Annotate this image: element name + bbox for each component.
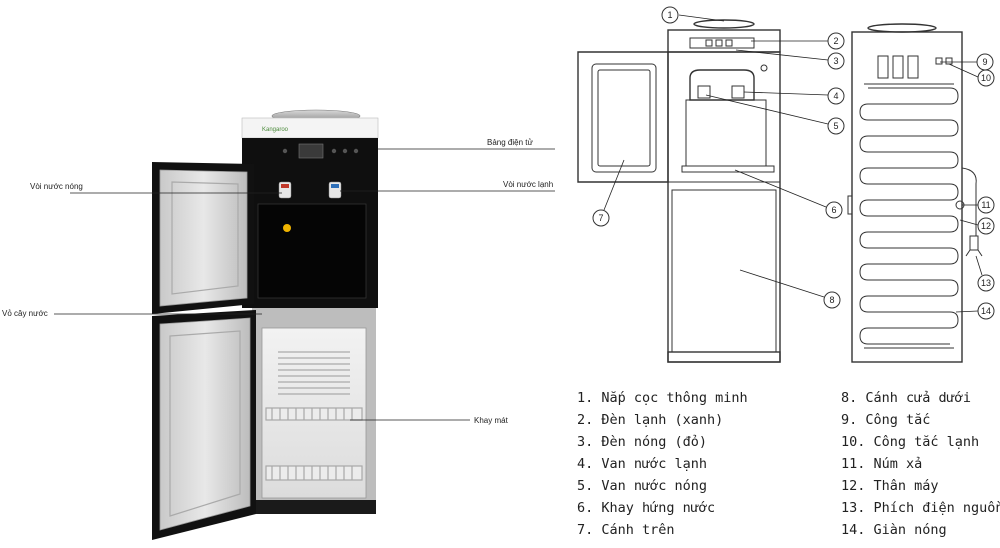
diagram-leaders (603, 14, 983, 313)
marker-13: 13 (981, 278, 991, 288)
legend-item: 6. Khay hứng nước (577, 500, 715, 516)
legend-item: 2. Đèn lạnh (xanh) (577, 412, 723, 428)
indicator-light (331, 148, 337, 154)
lower-door-panel (159, 317, 251, 531)
callout-hot-tap: Vòi nước nóng (30, 182, 83, 191)
marker-2: 2 (833, 36, 838, 46)
cold-tap-button (331, 184, 339, 188)
callout-cool-shelf: Khay mát (474, 416, 509, 425)
legend-item: 12. Thân máy (841, 478, 939, 494)
marker-5: 5 (833, 121, 838, 131)
marker-6: 6 (831, 205, 836, 215)
legend-item: 14. Giàn nóng (841, 522, 947, 538)
marker-10: 10 (981, 73, 991, 83)
base (252, 500, 376, 514)
marker-11: 11 (981, 200, 990, 210)
photo-callouts: Bảng điện tử Vòi nước nóng Vòi nước lạnh… (2, 138, 555, 425)
indicator-light (353, 148, 359, 154)
marker-4: 4 (833, 91, 838, 101)
callout-control-panel: Bảng điện tử (487, 138, 533, 147)
back-view-drawing (847, 23, 983, 363)
cooling-coil (278, 351, 350, 395)
marker-14: 14 (981, 306, 991, 316)
hot-tap-button (281, 184, 289, 188)
dispensing-recess (257, 203, 367, 299)
bottom-shelf (265, 465, 363, 481)
child-lock (283, 224, 291, 232)
brand-logo: Kangaroo (262, 127, 289, 133)
legend-item: 5. Van nước nóng (577, 478, 707, 494)
upper-door-recess (171, 181, 239, 295)
marker-3: 3 (833, 56, 838, 66)
legend-item: 9. Công tắc (841, 412, 930, 428)
indicator-light (282, 148, 288, 154)
upper-door-panel (159, 169, 248, 307)
legend-left: 1. Nắp cọc thông minh 2. Đèn lạnh (xanh)… (577, 390, 748, 538)
legend-item: 10. Công tắc lạnh (841, 434, 979, 450)
legend-item: 1. Nắp cọc thông minh (577, 390, 748, 406)
water-dispenser-photo: Kangaroo (152, 109, 379, 540)
legend-item: 7. Cánh trên (577, 522, 675, 538)
legend-item: 8. Cánh cửa dưới (841, 390, 971, 406)
cool-shelf (265, 407, 363, 421)
lower-door-recess (169, 330, 241, 517)
marker-9: 9 (982, 57, 987, 67)
callout-housing: Vỏ cây nước (2, 309, 48, 318)
marker-1: 1 (667, 10, 672, 20)
marker-7: 7 (598, 213, 603, 223)
legend-item: 3. Đèn nóng (đỏ) (577, 434, 707, 450)
marker-8: 8 (829, 295, 834, 305)
legend-item: 4. Van nước lạnh (577, 456, 707, 472)
legend-item: 13. Phích điện nguồn (841, 500, 1000, 516)
front-view-drawing (577, 19, 781, 363)
display-panel (298, 143, 324, 159)
diagram-markers: 1 2 3 4 5 6 7 8 9 10 11 12 13 14 (592, 6, 995, 320)
legend-right: 8. Cánh cửa dưới 9. Công tắc 10. Công tắ… (841, 390, 1000, 538)
marker-12: 12 (981, 221, 991, 231)
callout-cold-tap: Vòi nước lạnh (503, 180, 553, 189)
indicator-light (342, 148, 348, 154)
legend-item: 11. Núm xả (841, 456, 922, 472)
